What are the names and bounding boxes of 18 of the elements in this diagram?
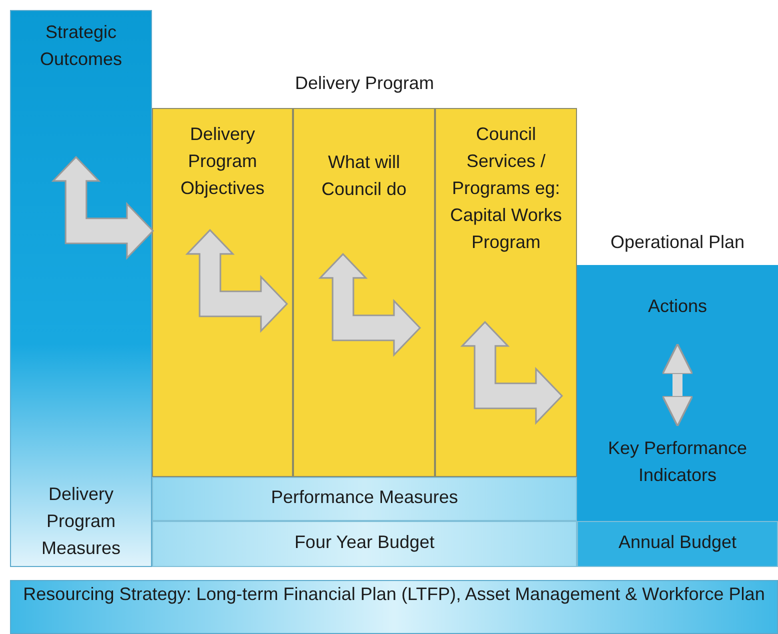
band-panel: Performance Measures <box>152 477 577 521</box>
column-panel <box>293 108 435 477</box>
label-text: Actions <box>577 285 778 335</box>
double-arrow <box>662 343 694 427</box>
panel-text: What will Council do <box>320 151 408 201</box>
label-text: Key Performance Indicators <box>577 435 778 505</box>
band-panel: Annual Budget <box>577 521 778 567</box>
panel-text: Council Services / Programs eg: Capital Works Program <box>449 123 563 254</box>
panel-text: Delivery Program Objectives <box>179 123 266 200</box>
band-panel: Resourcing Strategy: Long-term Financial Plan (LTFP), Asset Management & Workforce Plan <box>10 580 778 634</box>
panel-text: Strategic Outcomes <box>38 21 124 71</box>
panel-text: Delivery Program Measures <box>40 483 122 560</box>
band-panel: Four Year Budget <box>152 521 577 567</box>
section-heading: Operational Plan <box>609 231 746 254</box>
column-panel <box>435 108 577 477</box>
column-panel <box>152 108 293 477</box>
section-heading: Delivery Program <box>294 72 436 95</box>
column-panel <box>10 10 152 567</box>
